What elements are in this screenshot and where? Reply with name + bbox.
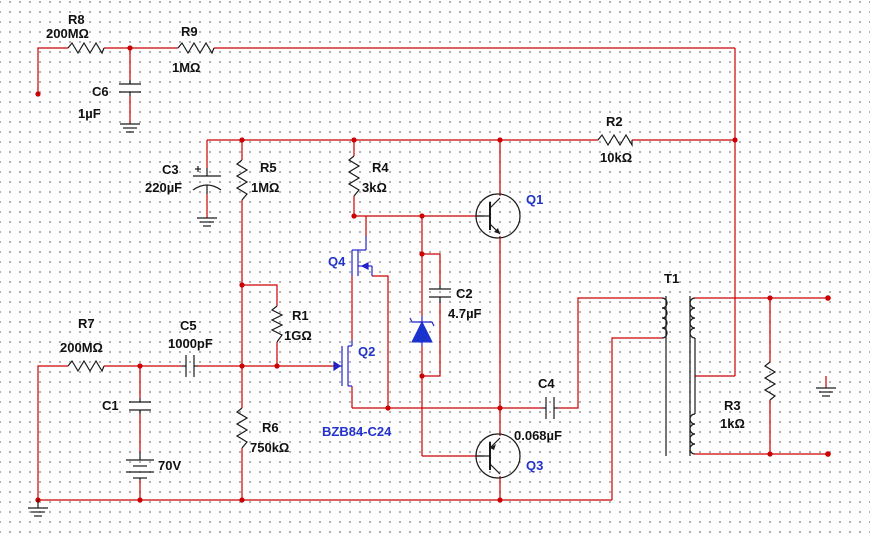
c1-ref: C1 xyxy=(102,398,119,413)
ground-icon xyxy=(120,123,140,133)
zener-part-number: BZB84-C24 xyxy=(322,424,392,439)
r1-value: 1GΩ xyxy=(284,328,312,343)
r9-ref: R9 xyxy=(181,24,198,39)
zener-diode[interactable] xyxy=(409,316,435,346)
r7-ref: R7 xyxy=(78,316,95,331)
wires xyxy=(37,47,828,501)
mosfet-q4[interactable] xyxy=(351,236,373,276)
ground-icon xyxy=(197,217,217,227)
battery-icon[interactable] xyxy=(126,452,154,480)
r4-ref: R4 xyxy=(372,160,389,175)
r8-value: 200MΩ xyxy=(46,26,89,41)
resistor-r7[interactable] xyxy=(67,359,105,373)
capacitor-c6[interactable] xyxy=(119,80,141,96)
transistor-q3[interactable] xyxy=(475,433,521,479)
resistor-r5[interactable] xyxy=(235,159,249,201)
c3-value: 220µF xyxy=(145,180,182,195)
resistor-r9[interactable] xyxy=(177,41,215,55)
ground-icon xyxy=(816,387,836,397)
capacitor-c2[interactable] xyxy=(429,285,451,303)
r3-value: 1kΩ xyxy=(720,416,745,431)
c6-ref: C6 xyxy=(92,84,109,99)
r4-value: 3kΩ xyxy=(362,180,387,195)
junction-dots xyxy=(35,45,831,503)
c2-value: 4.7µF xyxy=(448,306,482,321)
c5-value: 1000pF xyxy=(168,336,213,351)
r6-value: 750kΩ xyxy=(250,440,289,455)
capacitor-c5[interactable] xyxy=(182,355,198,377)
r5-value: 1MΩ xyxy=(251,180,279,195)
component-labels: R8 200MΩ R9 1MΩ C6 1µF C3 220µF R5 1MΩ R… xyxy=(46,12,745,473)
r3-ref: R3 xyxy=(724,398,741,413)
r8-ref: R8 xyxy=(68,12,85,27)
r5-ref: R5 xyxy=(260,160,277,175)
q3-ref: Q3 xyxy=(526,458,543,473)
transistor-q1[interactable] xyxy=(475,193,521,239)
c4-ref: C4 xyxy=(538,376,555,391)
r2-ref: R2 xyxy=(606,114,623,129)
r2-value: 10kΩ xyxy=(600,150,632,165)
capacitor-c4[interactable] xyxy=(542,397,558,419)
ground-icon xyxy=(28,500,48,517)
r1-ref: R1 xyxy=(292,308,309,323)
battery-voltage: 70V xyxy=(158,458,181,473)
c4-value: 0.068µF xyxy=(514,428,562,443)
capacitor-c1[interactable] xyxy=(129,398,151,414)
transformer-t1[interactable] xyxy=(661,296,696,456)
resistor-r8[interactable] xyxy=(67,41,105,55)
t1-ref: T1 xyxy=(664,271,679,286)
q4-ref: Q4 xyxy=(328,254,346,269)
mosfet-q2[interactable] xyxy=(333,340,353,387)
r9-value: 1MΩ xyxy=(172,60,200,75)
resistor-r3[interactable] xyxy=(763,361,777,401)
capacitor-c3[interactable] xyxy=(192,166,222,194)
c5-ref: C5 xyxy=(180,318,197,333)
resistor-r1[interactable] xyxy=(270,305,284,343)
c2-ref: C2 xyxy=(456,286,473,301)
resistor-r2[interactable] xyxy=(597,133,633,148)
r6-ref: R6 xyxy=(262,420,279,435)
q1-ref: Q1 xyxy=(526,192,543,207)
c3-ref: C3 xyxy=(162,162,179,177)
q2-ref: Q2 xyxy=(358,344,375,359)
resistor-r4[interactable] xyxy=(347,155,361,197)
c6-value: 1µF xyxy=(78,106,101,121)
resistor-r6[interactable] xyxy=(235,407,249,449)
r7-value: 200MΩ xyxy=(60,340,103,355)
output-terminals[interactable] xyxy=(825,295,831,457)
